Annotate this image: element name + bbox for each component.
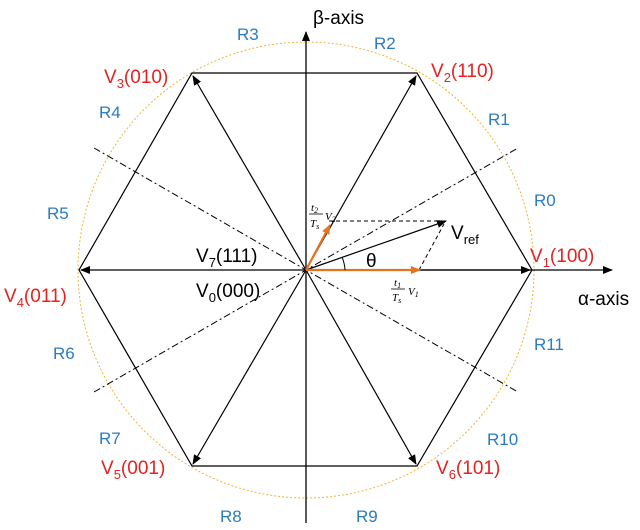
region-label-r9: R9 bbox=[356, 507, 378, 526]
vertex-label-v0: V0(000) bbox=[196, 281, 260, 305]
region-label-r7: R7 bbox=[99, 429, 121, 448]
hexagon bbox=[78, 72, 533, 467]
vector-v5-arrow bbox=[192, 269, 307, 465]
theta-arc bbox=[341, 256, 346, 271]
region-label-r10: R10 bbox=[487, 430, 518, 449]
vertex-label-v5: V5(001) bbox=[101, 458, 165, 482]
svg-text:V2: V2 bbox=[325, 211, 336, 224]
region-label-r11: R11 bbox=[534, 335, 564, 354]
theta-label: θ bbox=[366, 251, 377, 272]
region-label-r8: R8 bbox=[220, 507, 242, 526]
vertex-label-v6: V6(101) bbox=[436, 458, 500, 482]
axes bbox=[302, 31, 613, 523]
vertex-label-v3: V3(010) bbox=[104, 67, 168, 91]
projection-diagonal bbox=[418, 223, 445, 271]
region-label-r0: R0 bbox=[534, 191, 556, 210]
region-label-r1: R1 bbox=[488, 110, 510, 129]
svg-text:Ts: Ts bbox=[310, 218, 319, 231]
decomposition-lines bbox=[329, 220, 445, 271]
svg-text:Ts: Ts bbox=[392, 292, 401, 305]
svg-text:V1: V1 bbox=[408, 286, 419, 299]
component-v2-arrow bbox=[305, 224, 331, 271]
region-labels: R0 R1 R2 R3 R4 R5 R6 R7 R8 R9 R10 R11 bbox=[47, 25, 564, 526]
vertex-label-v7: V7(111) bbox=[196, 246, 257, 270]
svg-text:t1: t1 bbox=[394, 277, 401, 290]
component-t1-label: t1 Ts V1 bbox=[391, 277, 419, 305]
region-label-r2: R2 bbox=[374, 34, 396, 53]
vector-v6-arrow bbox=[305, 269, 417, 465]
svg-text:t2: t2 bbox=[311, 202, 318, 215]
vref-arrow bbox=[305, 220, 447, 271]
region-label-r4: R4 bbox=[99, 103, 121, 122]
region-label-r6: R6 bbox=[53, 344, 75, 363]
vertex-label-v2: V2(110) bbox=[431, 61, 494, 85]
vref-label: Vref bbox=[451, 223, 479, 247]
region-label-r5: R5 bbox=[47, 204, 69, 223]
vertex-label-v1: V1(100) bbox=[530, 246, 594, 270]
vector-v3-arrow bbox=[192, 75, 307, 271]
component-t2-label: t2 Ts V2 bbox=[309, 202, 336, 231]
region-label-r3: R3 bbox=[237, 25, 259, 44]
alpha-axis-label: α-axis bbox=[578, 289, 629, 310]
vertex-label-v4: V4(011) bbox=[4, 286, 67, 310]
beta-axis-label: β-axis bbox=[313, 8, 364, 29]
